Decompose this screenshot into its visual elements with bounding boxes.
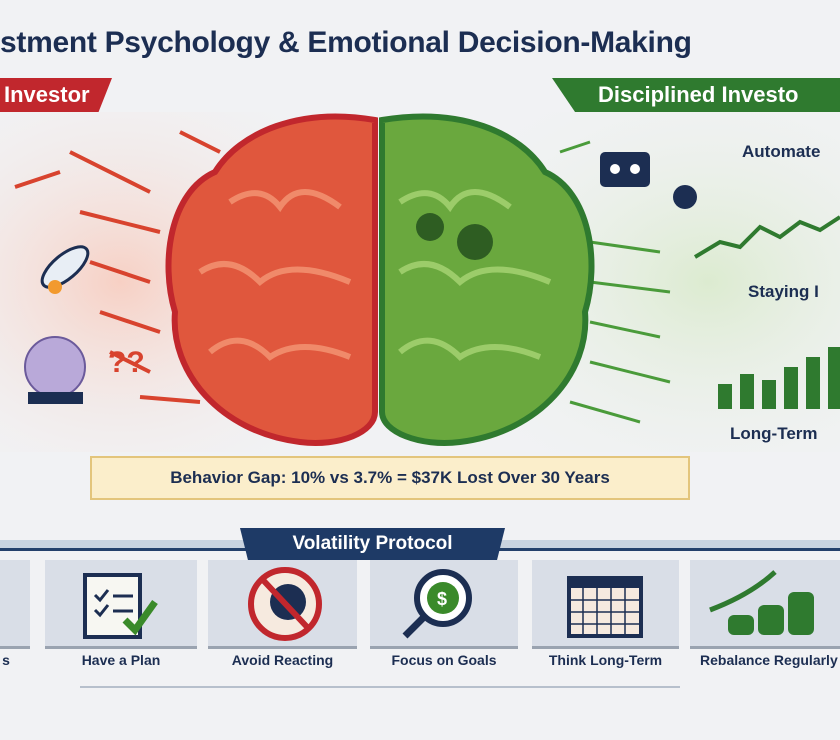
- protocol-card-avoid: [208, 560, 357, 649]
- protocol-label-avoid: Avoid Reacting: [231, 652, 334, 668]
- protocol-title: Volatility Protocol: [240, 528, 505, 560]
- no-head-icon: [248, 567, 322, 641]
- green-arrows: [559, 140, 671, 424]
- rocket-icon: [40, 245, 90, 294]
- right-label-staying: Staying I: [748, 282, 819, 301]
- protocol-label-partial: s: [2, 652, 10, 668]
- protocol-card-long-term: [532, 560, 679, 649]
- protocol-label-goals: Focus on Goals: [391, 652, 497, 668]
- brain-right-disciplined: [379, 113, 595, 446]
- clipboard-checklist-icon: [83, 573, 158, 639]
- page-title: stment Psychology & Emotional Decision-M…: [0, 26, 692, 59]
- right-label-long-term: Long-Term: [730, 424, 818, 443]
- question-marks-icon: ??: [108, 346, 145, 379]
- behavior-gap-callout: Behavior Gap: 10% vs 3.7% = $37K Lost Ov…: [90, 456, 690, 500]
- protocol-label-rebalance: Rebalance Regularly: [700, 652, 838, 668]
- crystal-ball-icon: [24, 336, 86, 404]
- robot-icon: [600, 152, 697, 209]
- gear-icon: [457, 224, 493, 260]
- coins-growth-icon: [709, 570, 814, 635]
- protocol-card-rebalance: [690, 560, 840, 649]
- brain-illustration: ??: [0, 112, 840, 452]
- footer-divider: [80, 686, 680, 688]
- svg-text:$: $: [437, 589, 447, 609]
- protocol-card-partial: [0, 560, 30, 649]
- magnifier-dollar-icon: $: [402, 569, 472, 639]
- brain-left-emotional: [165, 113, 378, 446]
- protocol-card-plan: [45, 560, 197, 649]
- bar-chart-icon: [718, 347, 840, 409]
- gear-icon: [416, 213, 444, 241]
- protocol-card-goals: $: [370, 560, 518, 649]
- disciplined-investor-banner: Disciplined Investo: [552, 78, 840, 112]
- right-label-automate: Automate: [742, 142, 821, 161]
- protocol-label-plan: Have a Plan: [81, 652, 161, 668]
- protocol-label-long-term: Think Long-Term: [548, 652, 663, 668]
- growth-line-icon: [693, 215, 840, 259]
- calendar-icon: [567, 576, 643, 638]
- red-arrows: [14, 130, 221, 404]
- emotional-investor-banner: Investor: [0, 78, 112, 112]
